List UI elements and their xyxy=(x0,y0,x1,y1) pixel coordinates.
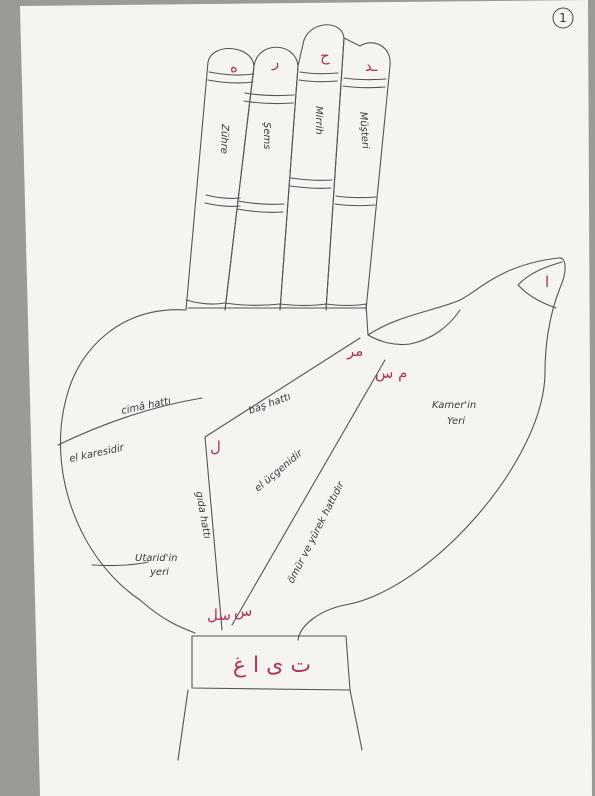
region-mercury-line2: yeri xyxy=(149,567,169,578)
symbol-head-end: مر xyxy=(346,342,363,360)
finger-label-middle: Mirrih xyxy=(313,106,324,135)
region-mercury-line1: Utarid'in xyxy=(135,553,177,564)
finger-symbol-index: ـد xyxy=(365,57,378,75)
page-number: 1 xyxy=(559,11,567,25)
finger-symbol-little: ه xyxy=(230,58,238,76)
wrist-text: ت ى ا غ xyxy=(233,653,311,678)
symbol-omur-bottom: س xyxy=(234,602,252,620)
finger-label-little: Zühre xyxy=(218,123,230,154)
finger-label-ring: Şems xyxy=(261,122,272,149)
region-moon-line2: Yeri xyxy=(447,416,465,427)
finger-symbol-ring: ر xyxy=(271,53,279,71)
symbol-gida-top: ل xyxy=(210,438,221,456)
symbol-life-start: م س xyxy=(375,364,407,382)
symbol-gida-bottom: سل xyxy=(207,606,231,624)
region-moon-line1: Kamer'in xyxy=(432,400,476,411)
finger-symbol-middle: ح xyxy=(320,47,330,65)
thumb-symbol: ا xyxy=(545,273,549,291)
